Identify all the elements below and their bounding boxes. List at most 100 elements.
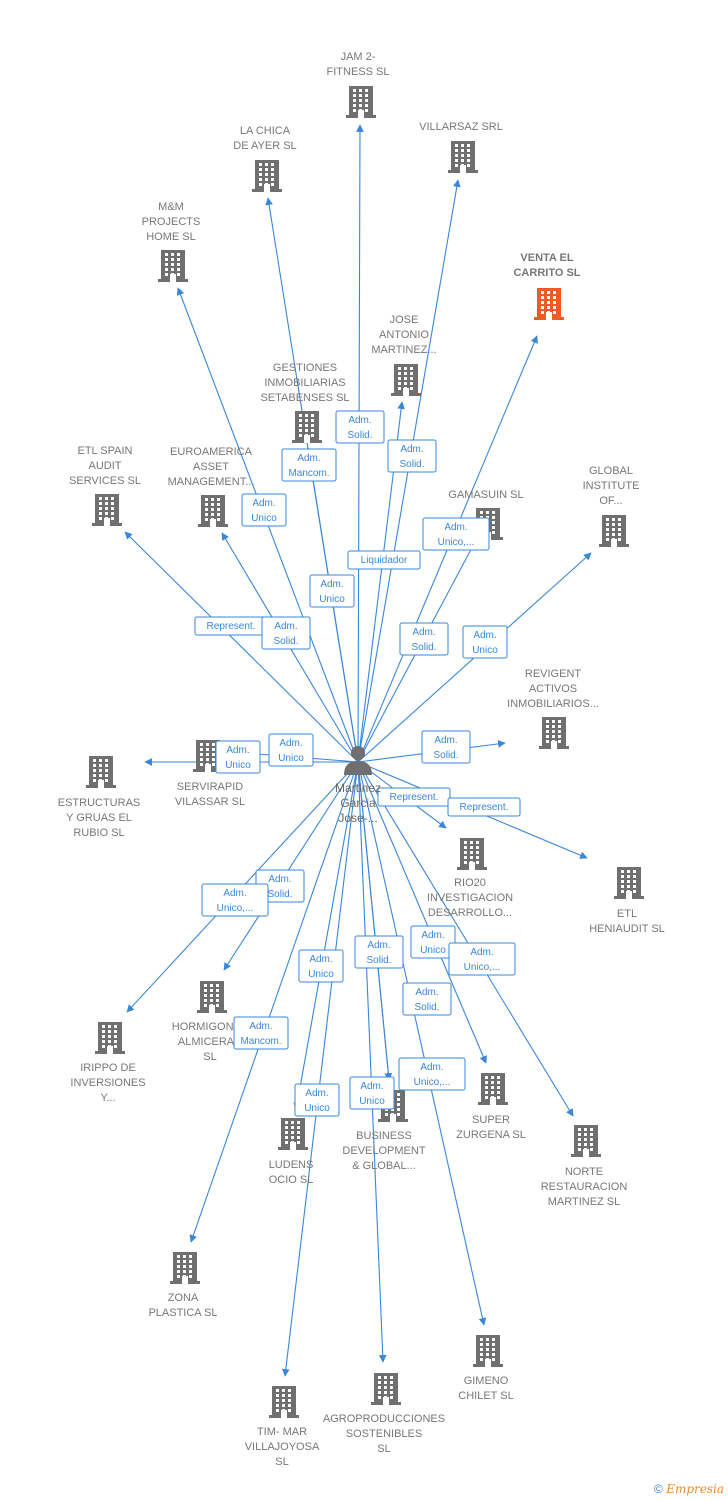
edge-label[interactable]: Adm.Unico xyxy=(349,1076,395,1110)
company-name-line: MARTINEZ SL xyxy=(548,1196,621,1208)
edge-label-text: Adm. xyxy=(415,987,438,998)
edge-label-text: Unico xyxy=(225,760,251,771)
company-name-line: ZURGENA SL xyxy=(456,1129,526,1141)
edge-label-text: Adm. xyxy=(226,745,249,756)
edge-label-text: Unico,... xyxy=(414,1077,451,1088)
company-name-line: SL xyxy=(203,1051,216,1063)
company-name-line: MARTINEZ... xyxy=(371,344,436,356)
edge-label[interactable]: Adm.Solid. xyxy=(387,439,437,473)
edge-label-box xyxy=(377,787,451,807)
edge-label[interactable]: Adm.Unico xyxy=(241,493,287,527)
company-node-jose[interactable]: JOSEANTONIOMARTINEZ... xyxy=(371,314,437,396)
edge-label[interactable]: Adm. Solid. xyxy=(335,410,385,444)
company-name-line: INMOBILIARIOS... xyxy=(507,698,599,710)
edge-label-box xyxy=(462,625,508,659)
company-name-line: IRIPPO DE xyxy=(80,1062,136,1074)
company-node-irippo[interactable]: IRIPPO DEINVERSIONESY... xyxy=(70,1022,146,1104)
edge-label-text: Solid. xyxy=(411,642,436,653)
edge-label[interactable]: Adm.Unico,... xyxy=(201,883,269,917)
edge-label[interactable]: Adm.Unico xyxy=(298,949,344,983)
edge-label[interactable]: Adm.Solid. xyxy=(354,935,404,969)
company-node-villarsaz[interactable]: VILLARSAZ SRL xyxy=(419,121,503,173)
edge-label-text: Unico xyxy=(420,945,446,956)
edge-label[interactable]: Adm.Unico xyxy=(294,1083,340,1117)
edge-label[interactable]: Represent. xyxy=(447,797,521,817)
person-name-line: Martinez xyxy=(335,781,381,795)
edge-label[interactable]: Adm.Unico,... xyxy=(398,1057,466,1091)
building-icon xyxy=(478,1073,508,1105)
edge-label[interactable]: Adm.Mancom. xyxy=(233,1016,289,1050)
company-name-line: JAM 2- xyxy=(341,51,376,63)
edge-line-business xyxy=(357,761,393,1081)
company-name-line: OF... xyxy=(599,495,622,507)
edge-label-text: Unico xyxy=(308,969,334,980)
edge-label-box xyxy=(421,730,471,764)
edge-line-ludens xyxy=(293,761,359,1111)
building-icon xyxy=(371,1373,401,1405)
edge-label[interactable]: Adm.Unico xyxy=(268,733,314,767)
edge-label[interactable]: Adm.Solid. xyxy=(402,982,452,1016)
company-node-euroamerica[interactable]: EUROAMERICAASSETMANAGEMENT... xyxy=(168,446,255,527)
company-name-line: GAMASUIN SL xyxy=(448,489,523,501)
edge-label[interactable]: Liquidador xyxy=(347,550,421,570)
edge-label-text: Unico xyxy=(359,1096,385,1107)
company-name-line: AGROPRODUCCIONES xyxy=(323,1413,445,1425)
edge-label-box xyxy=(448,942,516,976)
edge-label[interactable]: Adm.Unico,... xyxy=(422,517,490,551)
edge-label[interactable]: Adm.Mancom. xyxy=(281,448,337,482)
building-icon xyxy=(95,1022,125,1054)
company-node-rio20[interactable]: RIO20INVESTIGACIONDESARROLLO... xyxy=(427,838,513,919)
edge-label-text: Solid. xyxy=(347,430,372,441)
edge-label-text: Adm. xyxy=(348,415,371,426)
center-node[interactable]: MartinezGarciaJose-... xyxy=(335,746,381,825)
edge-label[interactable]: Adm.Unico xyxy=(462,625,508,659)
edge-label-box xyxy=(335,410,385,444)
company-node-agro[interactable]: AGROPRODUCCIONES SOSTENIBLES SL xyxy=(323,1373,445,1455)
building-icon xyxy=(269,1386,299,1418)
edge-label[interactable]: Represent. xyxy=(194,616,268,636)
company-name-line: LA CHICA xyxy=(240,125,291,137)
edge-label[interactable]: Adm.Solid. xyxy=(399,622,449,656)
edge-label[interactable]: Adm.Solid. xyxy=(261,616,311,650)
company-name-line: EUROAMERICA xyxy=(170,446,253,458)
company-node-jam2[interactable]: JAM 2- FITNESS SL xyxy=(327,51,390,118)
building-icon xyxy=(391,364,421,396)
edge-label-text: Solid. xyxy=(366,955,391,966)
edge-label[interactable]: Represent. xyxy=(377,787,451,807)
edge-label-text: Adm. xyxy=(320,579,343,590)
company-node-revigent[interactable]: REVIGENTACTIVOSINMOBILIARIOS... xyxy=(507,668,599,749)
company-node-global[interactable]: GLOBALINSTITUTEOF... xyxy=(583,465,640,547)
edge-line-zona xyxy=(189,761,359,1243)
edge-label[interactable]: Adm.Unico xyxy=(410,925,456,959)
company-name-line: SERVICES SL xyxy=(69,475,141,487)
edge-label[interactable]: Adm.Solid. xyxy=(421,730,471,764)
edge-label[interactable]: Adm.Unico,... xyxy=(448,942,516,976)
company-name-line: FITNESS SL xyxy=(327,66,390,78)
company-name-line: TIM- MAR xyxy=(257,1426,307,1438)
company-name-line: SL xyxy=(275,1456,288,1468)
edge-label-text: Unico,... xyxy=(217,903,254,914)
company-name-line: PROJECTS xyxy=(142,216,201,228)
edge-label[interactable]: Adm.Unico xyxy=(309,574,355,608)
company-name-line: VENTA EL xyxy=(520,252,573,264)
edge-label[interactable]: Adm. Unico xyxy=(215,740,261,774)
company-name-line: SL xyxy=(377,1443,390,1455)
company-name-line: SOSTENIBLES xyxy=(346,1428,422,1440)
edge-label-text: Adm. xyxy=(400,444,423,455)
